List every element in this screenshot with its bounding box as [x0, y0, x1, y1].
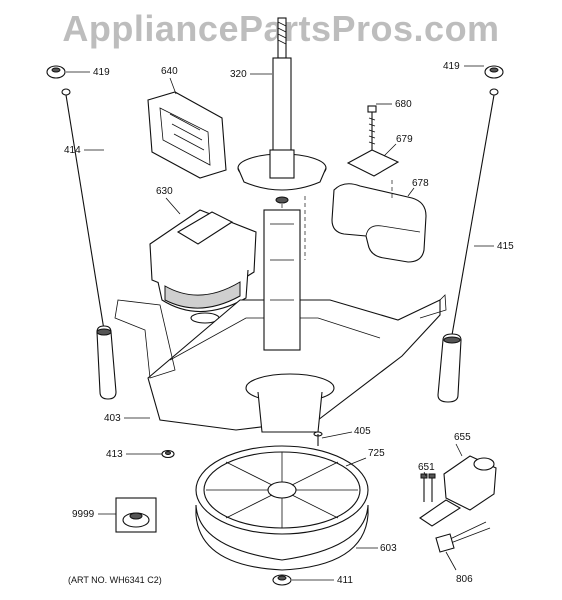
foot-411: [272, 574, 292, 586]
grommet-419-left: [46, 65, 66, 79]
callout-603: 603: [380, 543, 397, 554]
grommet-419-right: [484, 65, 504, 79]
base-plate-403: [114, 209, 447, 433]
callout-678: 678: [412, 178, 429, 189]
callout-403: 403: [104, 413, 121, 424]
callout-655: 655: [454, 432, 471, 443]
callout-651: 651: [418, 462, 435, 473]
callout-413: 413: [106, 449, 123, 460]
callout-806: 806: [456, 574, 473, 585]
callout-405: 405: [354, 426, 371, 437]
callout-630: 630: [156, 186, 173, 197]
callout-640: 640: [161, 66, 178, 77]
pad-679: [346, 149, 400, 177]
screw-405: [313, 431, 323, 446]
leader-lines: [66, 65, 494, 581]
motor-bracket-640: [147, 91, 227, 179]
callout-411: 411: [337, 575, 353, 586]
art-number: (ART NO. WH6341 C2): [68, 575, 162, 585]
callout-9999: 9999: [72, 509, 95, 520]
callout-414: 414: [64, 145, 81, 156]
callout-415: 415: [497, 241, 514, 252]
harness-806: [435, 521, 491, 553]
callout-679: 679: [396, 134, 413, 145]
screws-651: [420, 473, 436, 502]
callout-680: 680: [395, 99, 412, 110]
callout-419-left: 419: [93, 67, 110, 78]
part-9999-box: [115, 497, 157, 533]
callout-320: 320: [230, 69, 247, 80]
bolt-680: [367, 105, 377, 152]
belt-603: [195, 504, 369, 571]
suspension-rod-right: [437, 88, 499, 403]
shield-678: [331, 183, 427, 263]
drive-shaft-320: [237, 17, 327, 204]
motor-630: [149, 209, 257, 324]
suspension-rod-left: [61, 88, 117, 400]
nut-413: [161, 449, 175, 459]
pulley-725: [195, 445, 369, 535]
callout-725: 725: [368, 448, 385, 459]
sensor-655: [419, 455, 497, 527]
callout-419-right: 419: [443, 61, 460, 72]
